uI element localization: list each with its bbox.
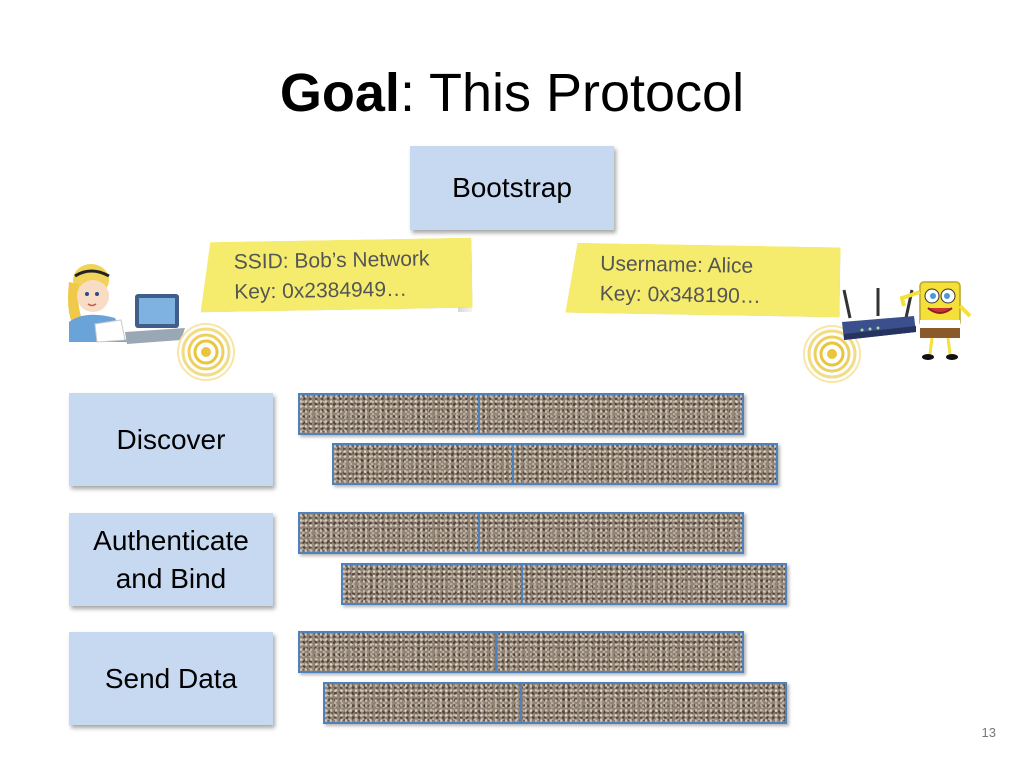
bootstrap-label: Bootstrap — [452, 172, 572, 204]
note-left-line2: Key: 0x2384949… — [234, 278, 408, 305]
spongebob-figure-icon — [899, 281, 972, 360]
note-left-line1: SSID: Bob’s Network — [233, 247, 430, 274]
packet-divider — [521, 565, 523, 603]
phase-authenticate-label: Authenticate and Bind — [93, 524, 249, 594]
packet-divider — [520, 684, 522, 722]
packet — [323, 682, 787, 724]
note-right-line1: Username: Alice — [600, 252, 754, 278]
packet — [298, 631, 744, 673]
slide-title: Goal: This Protocol — [0, 62, 1024, 124]
packet-divider — [512, 445, 514, 483]
wifi-signal-right-icon — [803, 325, 861, 383]
note-right-line2: Key: 0x348190… — [599, 282, 762, 309]
packet — [332, 443, 778, 485]
packet — [341, 563, 787, 605]
phase-discover-box: Discover — [69, 393, 273, 486]
title-rest: : This Protocol — [399, 63, 745, 123]
wifi-signal-left-icon — [177, 323, 235, 381]
note-left: SSID: Bob’s Network Key: 0x2384949… — [199, 238, 472, 313]
packet-divider — [478, 514, 480, 552]
title-bold: Goal — [279, 63, 400, 123]
phase-send-data-label: Send Data — [104, 662, 238, 694]
alice-with-laptop-icon — [68, 264, 185, 344]
packet-divider — [478, 395, 480, 433]
bootstrap-box: Bootstrap — [410, 146, 614, 230]
note-right: Username: Alice Key: 0x348190… — [565, 243, 840, 318]
page-number: 13 — [981, 725, 996, 740]
packet-divider — [495, 633, 497, 671]
phase-send-data-box: Send Data — [69, 632, 273, 725]
packet — [298, 512, 744, 554]
phase-authenticate-box: Authenticate and Bind — [69, 513, 273, 606]
phase-discover-label: Discover — [116, 423, 226, 455]
packet — [298, 393, 744, 435]
